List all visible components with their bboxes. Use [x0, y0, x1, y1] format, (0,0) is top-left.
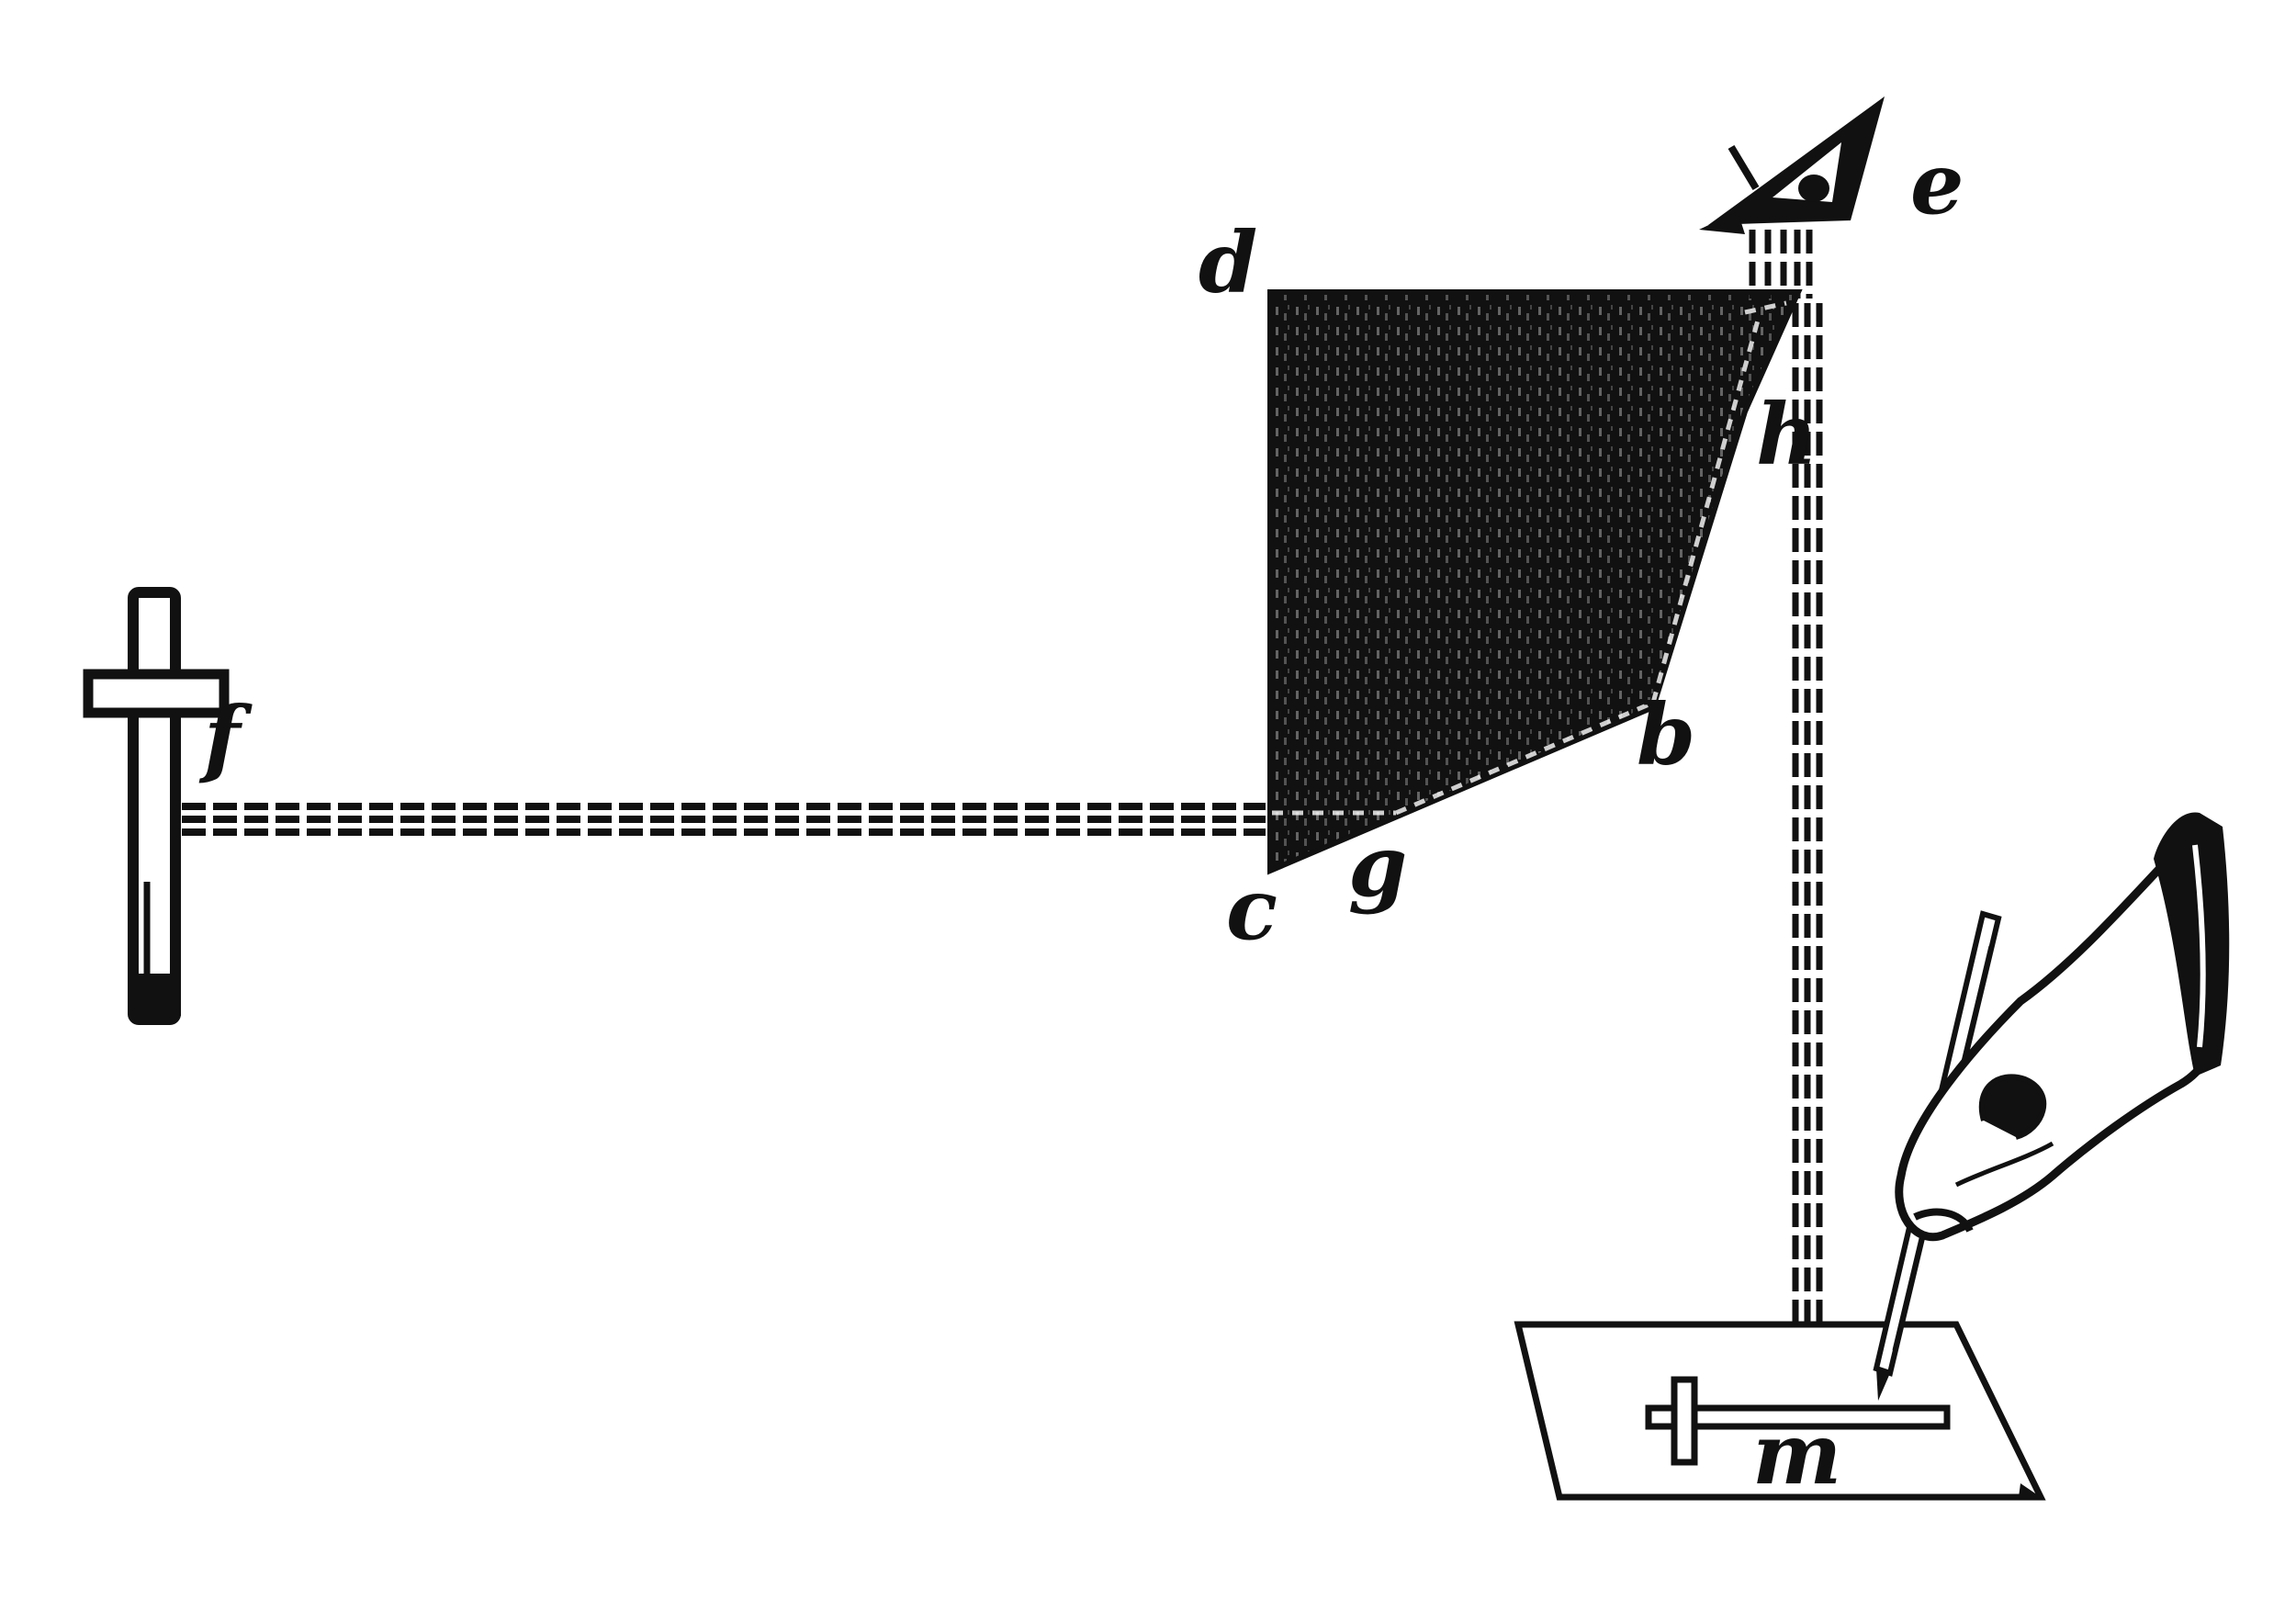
- label-b: b: [1637, 685, 1695, 784]
- horizontal-light-rays: [182, 803, 1266, 836]
- traced-cross-image: [1645, 1376, 1951, 1466]
- label-e: e: [1910, 134, 1964, 233]
- cross-object: [83, 587, 230, 1025]
- label-f: f: [198, 688, 253, 787]
- eye-icon: [1699, 96, 1885, 234]
- vertical-light-rays: [1749, 230, 1823, 1405]
- hand-with-pencil-icon: [1873, 812, 2230, 1401]
- label-m: m: [1752, 1404, 1841, 1504]
- prism: [1267, 289, 1803, 875]
- diagram-labels: d e h b f c g m: [198, 134, 1964, 1504]
- label-c: c: [1226, 860, 1277, 959]
- label-d: d: [1199, 213, 1257, 312]
- label-h: h: [1756, 385, 1818, 484]
- label-g: g: [1348, 817, 1407, 916]
